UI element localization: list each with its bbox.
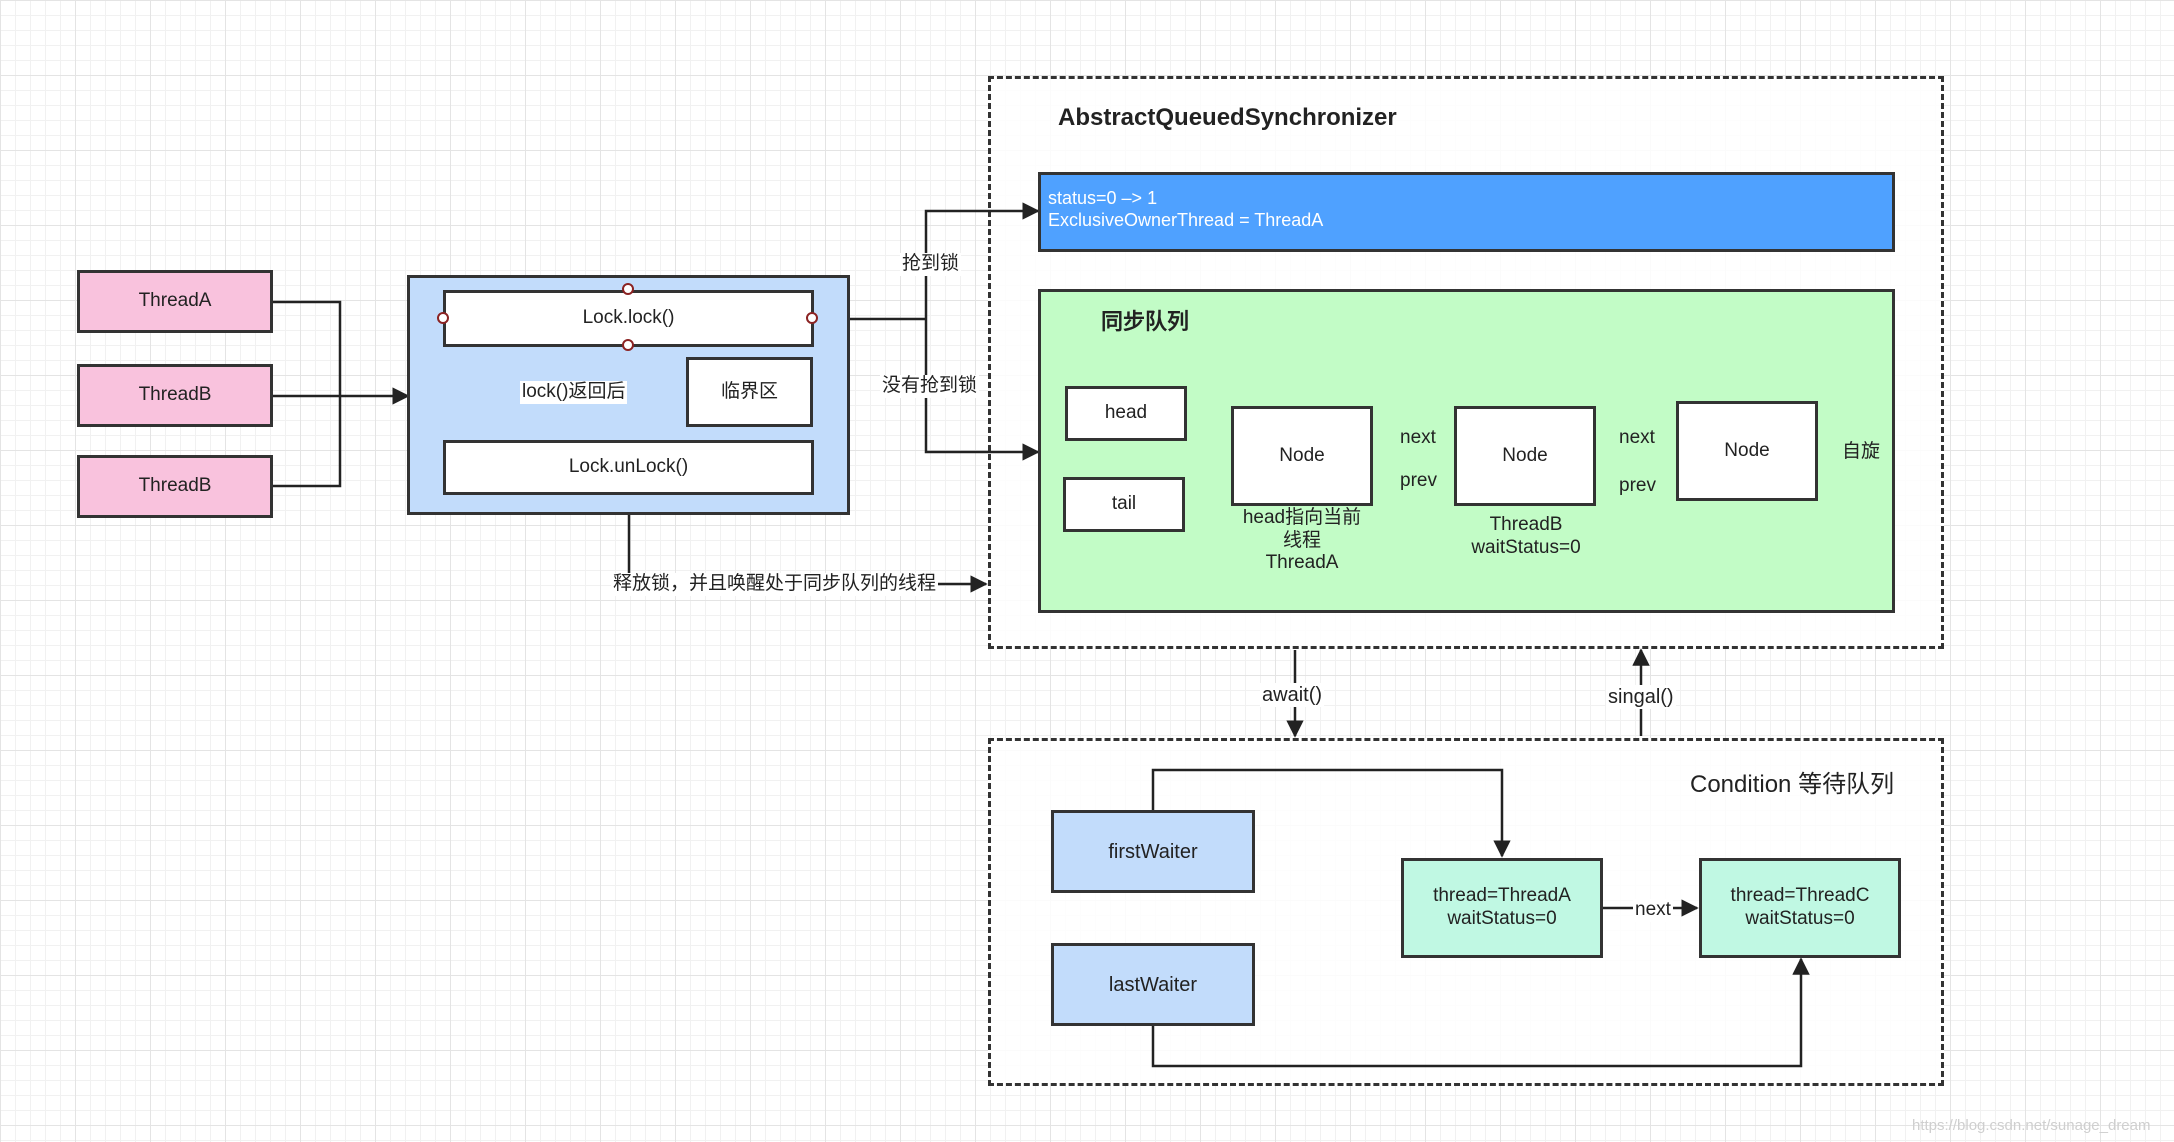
last-waiter-pointer	[1151, 957, 1810, 1068]
lock-call-label: Lock.lock()	[582, 307, 675, 329]
node1-next-label: next	[1398, 427, 1438, 450]
condition-node-c-status: waitStatus=0	[1745, 908, 1855, 929]
first-waiter-label: firstWaiter	[1108, 840, 1198, 863]
signal-label: singal()	[1606, 685, 1676, 709]
spin-label: 自旋	[1840, 441, 1883, 464]
thread-b-second: ThreadB	[77, 455, 273, 518]
thread-a: ThreadA	[77, 270, 273, 333]
owner-thread-line: ExclusiveOwnerThread = ThreadA	[1048, 210, 1324, 230]
sync-node-1: Node	[1231, 406, 1373, 506]
returned-label: lock()返回后	[520, 381, 628, 404]
tail-pointer-box: tail	[1063, 477, 1185, 532]
lock-call-handle-right	[806, 312, 818, 324]
condition-node-c: thread=ThreadC waitStatus=0	[1699, 858, 1901, 958]
sync-node-2-label: Node	[1502, 444, 1548, 466]
node3-prev-label: prev	[1617, 475, 1658, 498]
head-pointer-box: head	[1065, 386, 1187, 441]
acquired-arrow	[924, 202, 1040, 319]
thread-a-connector	[273, 300, 342, 396]
thread-b-label: ThreadB	[138, 384, 212, 406]
sync-node-3: Node	[1676, 401, 1818, 501]
first-waiter-pointer	[1151, 768, 1511, 858]
critical-section-label: 临界区	[720, 380, 778, 402]
unlock-call-box: Lock.unLock()	[443, 440, 814, 495]
sync-node-3-label: Node	[1724, 439, 1770, 461]
not-acquired-label: 没有抢到锁	[880, 375, 980, 398]
node1-caption: head指向当前 线程 ThreadA	[1216, 506, 1388, 574]
sync-queue-title: 同步队列	[1101, 309, 1190, 334]
aqs-title: AbstractQueuedSynchronizer	[1058, 104, 1397, 131]
lock-call-handle-left	[437, 312, 449, 324]
tail-label: tail	[1111, 493, 1137, 515]
lock-call-handle-bottom	[622, 339, 634, 351]
aqs-status-bar: status=0 –> 1 ExclusiveOwnerThread = Thr…	[1038, 172, 1895, 252]
acquired-label: 抢到锁	[900, 253, 962, 276]
condition-node-c-thread: thread=ThreadC	[1730, 885, 1870, 907]
condition-node-a: thread=ThreadA waitStatus=0	[1401, 858, 1603, 958]
not-acquired-arrow	[924, 319, 1040, 461]
node1-caption-line3: ThreadA	[1265, 552, 1339, 574]
first-waiter-box: firstWaiter	[1051, 810, 1255, 893]
condition-title: Condition 等待队列	[1690, 771, 1895, 798]
condition-node-a-thread: thread=ThreadA	[1433, 885, 1571, 907]
unlock-call-label: Lock.unLock()	[568, 456, 689, 478]
condition-node-a-status: waitStatus=0	[1447, 908, 1557, 929]
node2-prev-label: prev	[1398, 470, 1439, 493]
status-line: status=0 –> 1	[1048, 188, 1158, 208]
node2-caption: ThreadB waitStatus=0	[1440, 514, 1612, 560]
watermark: https://blog.csdn.net/sunage_dream	[1912, 1117, 2151, 1134]
thread-b: ThreadB	[77, 364, 273, 427]
sync-node-1-label: Node	[1279, 444, 1325, 466]
thread-a-label: ThreadA	[138, 290, 212, 312]
node2-caption-line1: ThreadB	[1489, 514, 1563, 536]
sync-node-2: Node	[1454, 406, 1596, 506]
critical-section-box: 临界区	[686, 357, 813, 427]
head-label: head	[1104, 402, 1148, 424]
thread-c-connector	[273, 396, 342, 488]
thread-b-second-label: ThreadB	[138, 475, 212, 497]
last-waiter-box: lastWaiter	[1051, 943, 1255, 1026]
release-label: 释放锁，并且唤醒处于同步队列的线程	[611, 573, 939, 596]
node1-caption-line2: 线程	[1282, 529, 1321, 551]
node1-caption-line1: head指向当前	[1242, 506, 1362, 528]
node2-caption-line2: waitStatus=0	[1471, 537, 1581, 558]
await-label: await()	[1260, 683, 1325, 707]
lock-call-handle-top	[622, 283, 634, 295]
condition-next-label: next	[1633, 899, 1673, 922]
last-waiter-label: lastWaiter	[1108, 973, 1198, 996]
node2-next-label: next	[1617, 427, 1657, 450]
